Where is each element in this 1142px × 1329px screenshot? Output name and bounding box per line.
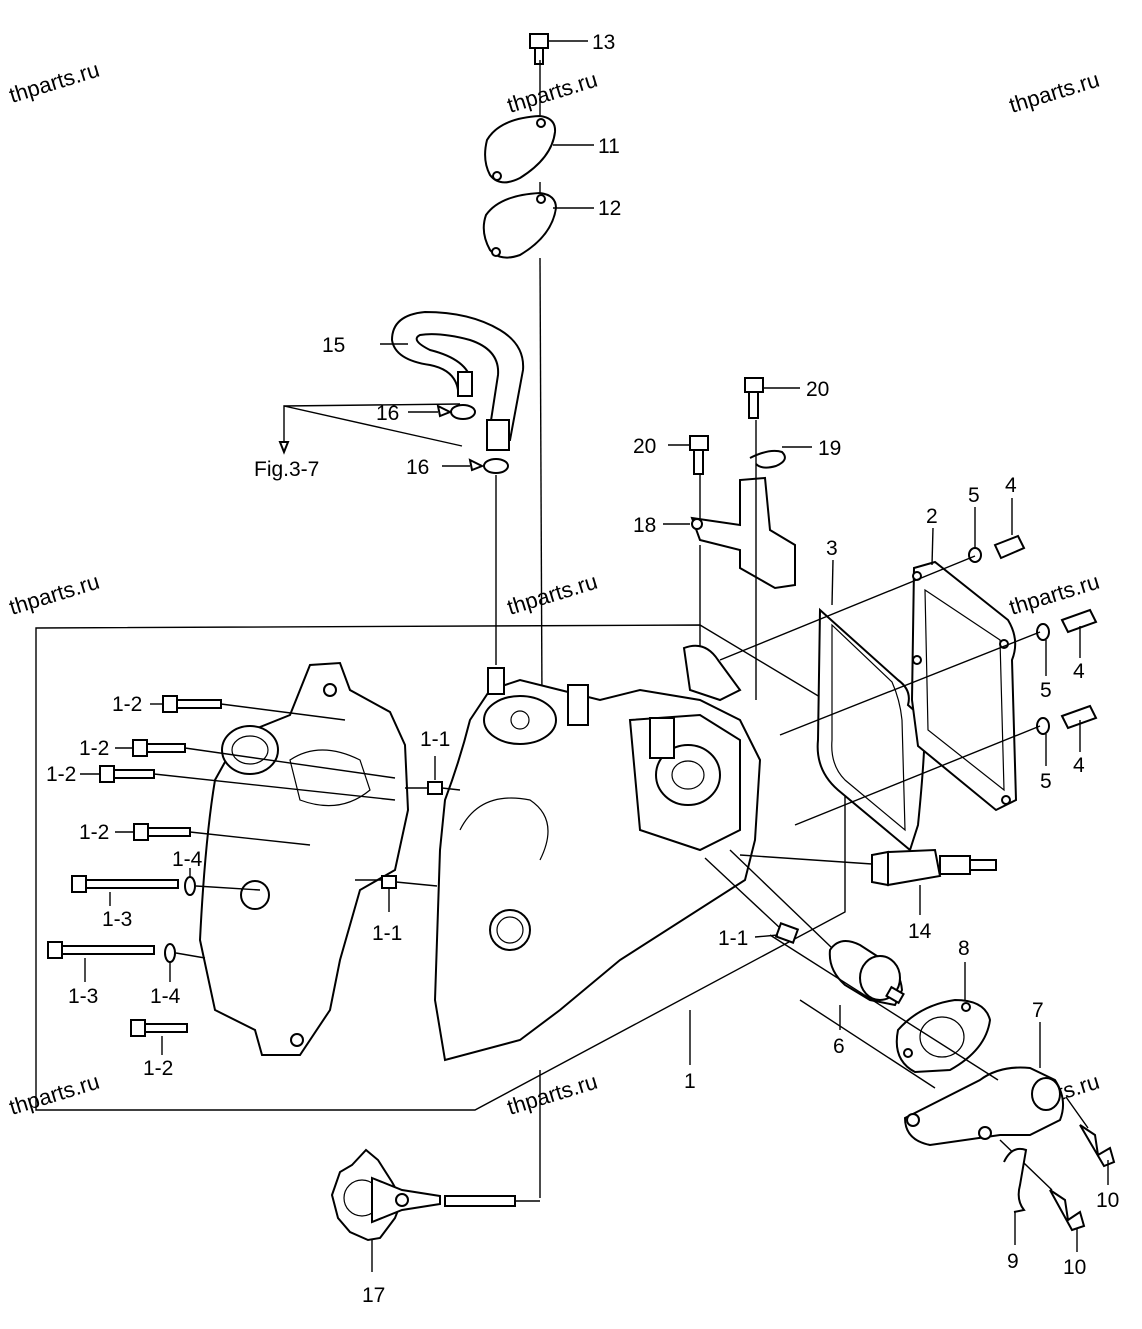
callout-1-1-right: 1-1	[718, 927, 748, 950]
bolt-1-2-e	[130, 1019, 188, 1055]
callout-1-3-upper: 1-3	[102, 908, 132, 931]
callout-6: 6	[833, 1035, 845, 1058]
washer-1-4-upper	[184, 868, 261, 896]
callout-3: 3	[826, 537, 838, 560]
leader-washer-bot	[794, 725, 1041, 826]
callout-2: 2	[926, 505, 938, 528]
bolt-1-2-a	[150, 695, 346, 721]
clip-19	[749, 446, 812, 469]
callout-1-2-b: 1-2	[79, 737, 109, 760]
washer-5-bot	[1036, 717, 1050, 766]
callout-1-2-d: 1-2	[79, 821, 109, 844]
reference-fig: Fig.3-7	[254, 458, 319, 481]
spark-plug-14	[739, 848, 997, 915]
bolt-4-top	[993, 498, 1026, 560]
callout-1-4-upper: 1-4	[172, 848, 203, 871]
callout-4-bot: 4	[1073, 754, 1085, 777]
dowel-1-1-upper	[405, 756, 461, 795]
callout-1-2-a: 1-2	[112, 693, 142, 716]
bolt-1-2-b	[115, 739, 396, 779]
hose-15	[380, 310, 525, 451]
callout-1-1-upper: 1-1	[420, 728, 450, 751]
callout-16-upper: 16	[376, 402, 399, 425]
bolt-20-left	[668, 435, 709, 475]
bracket-18	[663, 476, 796, 590]
callout-18: 18	[633, 514, 656, 537]
callout-9: 9	[1007, 1250, 1019, 1273]
callout-11: 11	[598, 135, 620, 158]
callout-10-lower: 10	[1063, 1256, 1086, 1279]
watermark-mid-left: thparts.ru	[6, 569, 102, 620]
callout-1-2-c: 1-2	[46, 763, 76, 786]
callout-1-2-e: 1-2	[143, 1057, 173, 1080]
washer-1-4-lower	[164, 943, 206, 982]
clamp-16-upper	[408, 404, 476, 420]
callout-5-bot: 5	[1040, 770, 1052, 793]
watermark-top-center: thparts.ru	[504, 67, 600, 118]
clamp-16-lower	[442, 458, 509, 474]
clip-9	[1003, 1147, 1028, 1245]
leader-washer-top	[719, 555, 976, 661]
dowel-1-1-mid	[355, 875, 438, 912]
leader-body-outlet	[769, 934, 999, 1081]
callout-4-top: 4	[1005, 474, 1017, 497]
watermark-top-right: thparts.ru	[1006, 67, 1102, 118]
gasket-12	[482, 191, 594, 259]
bolt-4-mid	[1060, 608, 1098, 658]
gasket-8	[895, 962, 992, 1074]
gasket-3	[816, 559, 927, 852]
callout-5-top: 5	[968, 484, 980, 507]
main-housing-1	[433, 644, 762, 1065]
callout-1: 1	[684, 1070, 696, 1093]
callout-5-mid: 5	[1040, 679, 1052, 702]
bolt-10-upper	[1065, 1096, 1116, 1185]
callout-20-left: 20	[633, 435, 656, 458]
callout-19: 19	[818, 437, 841, 460]
callout-7: 7	[1032, 999, 1044, 1022]
bolt-20-upper	[744, 377, 800, 419]
callout-1-3-lower: 1-3	[68, 985, 98, 1008]
leader-body-gasket	[799, 999, 936, 1089]
gear-17	[330, 1070, 541, 1272]
callout-16-lower: 16	[406, 456, 429, 479]
callout-10-upper: 10	[1096, 1189, 1119, 1212]
bolt-1-3-lower	[47, 941, 155, 982]
washer-5-mid	[1036, 623, 1050, 676]
callout-8: 8	[958, 937, 970, 960]
leader-washer-mid	[779, 631, 1041, 736]
bolt-1-2-c	[80, 765, 396, 801]
bolt-1-2-d	[115, 823, 311, 846]
callout-15: 15	[322, 334, 345, 357]
callout-12: 12	[598, 197, 621, 220]
callout-1-1-mid: 1-1	[372, 922, 402, 945]
washer-5-top	[968, 507, 982, 563]
watermark-mid-center: thparts.ru	[504, 569, 600, 620]
callout-1-4-lower: 1-4	[150, 985, 181, 1008]
callout-4-mid: 4	[1073, 660, 1085, 683]
left-cover	[198, 661, 410, 1056]
cover-2	[910, 527, 1018, 812]
cover-plate-11	[484, 114, 594, 184]
bolt-13	[529, 33, 588, 65]
bolt-10-lower	[999, 1139, 1086, 1252]
dowel-1-1-right	[704, 857, 800, 944]
leader-12-body	[539, 257, 543, 706]
watermark-bottom-center: thparts.ru	[504, 1069, 600, 1120]
bolt-1-3-upper	[71, 875, 179, 906]
callout-17: 17	[362, 1284, 385, 1307]
thermostat-6	[729, 849, 905, 1030]
callout-20-upper: 20	[806, 378, 829, 401]
watermark-top-left: thparts.ru	[6, 57, 102, 108]
callout-13: 13	[592, 31, 615, 54]
ref-bracket-top	[283, 403, 461, 407]
bolt-4-bot	[1060, 704, 1098, 752]
water-outlet-7	[903, 1022, 1065, 1147]
watermark-bottom-left: thparts.ru	[6, 1069, 102, 1120]
ref-arrow	[278, 441, 290, 455]
callout-14: 14	[908, 920, 932, 943]
